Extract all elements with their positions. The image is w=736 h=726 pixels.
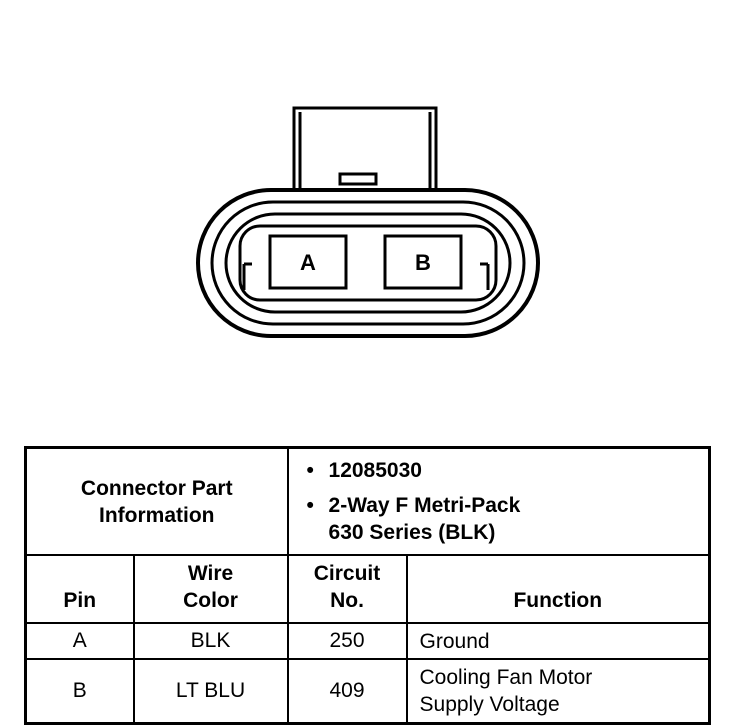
part-number: 12085030 [307,457,703,484]
row-b-function: Cooling Fan Motor Supply Voltage [405,658,711,724]
connector-face-diagram: A B [196,106,540,338]
col-header-wire-color: Wire Color [132,554,289,624]
pin-b-label: B [415,250,431,275]
table-row: B LT BLU 409 Cooling Fan Motor Supply Vo… [24,658,711,724]
row-b-circuit: 409 [286,658,408,724]
pin-a-cavity [268,234,348,290]
col-header-circuit: Circuit No. [286,554,408,624]
connector-locking-tab [292,106,438,194]
pin-a-label: A [300,250,316,275]
col-header-pin: Pin [24,554,135,624]
col-header-function: Function [405,554,711,624]
row-a-pin: A [24,622,135,660]
part-info-label: Connector Part Information [24,446,289,556]
part-info-list: 12085030 2-Way F Metri-Pack 630 Series (… [286,446,711,556]
row-a-function: Ground [405,622,711,660]
part-info-row: Connector Part Information 12085030 2-Wa… [24,446,711,556]
row-b-pin: B [24,658,135,724]
table-row: A BLK 250 Ground [24,622,711,660]
connector-housing [196,188,540,338]
row-a-wire-color: BLK [132,622,289,660]
column-header-row: Pin Wire Color Circuit No. Function [24,554,711,624]
pin-b-cavity [383,234,463,290]
connector-info-table: Connector Part Information 12085030 2-Wa… [24,446,712,725]
row-b-wire-color: LT BLU [132,658,289,724]
row-a-circuit: 250 [286,622,408,660]
part-description: 2-Way F Metri-Pack 630 Series (BLK) [307,492,559,546]
